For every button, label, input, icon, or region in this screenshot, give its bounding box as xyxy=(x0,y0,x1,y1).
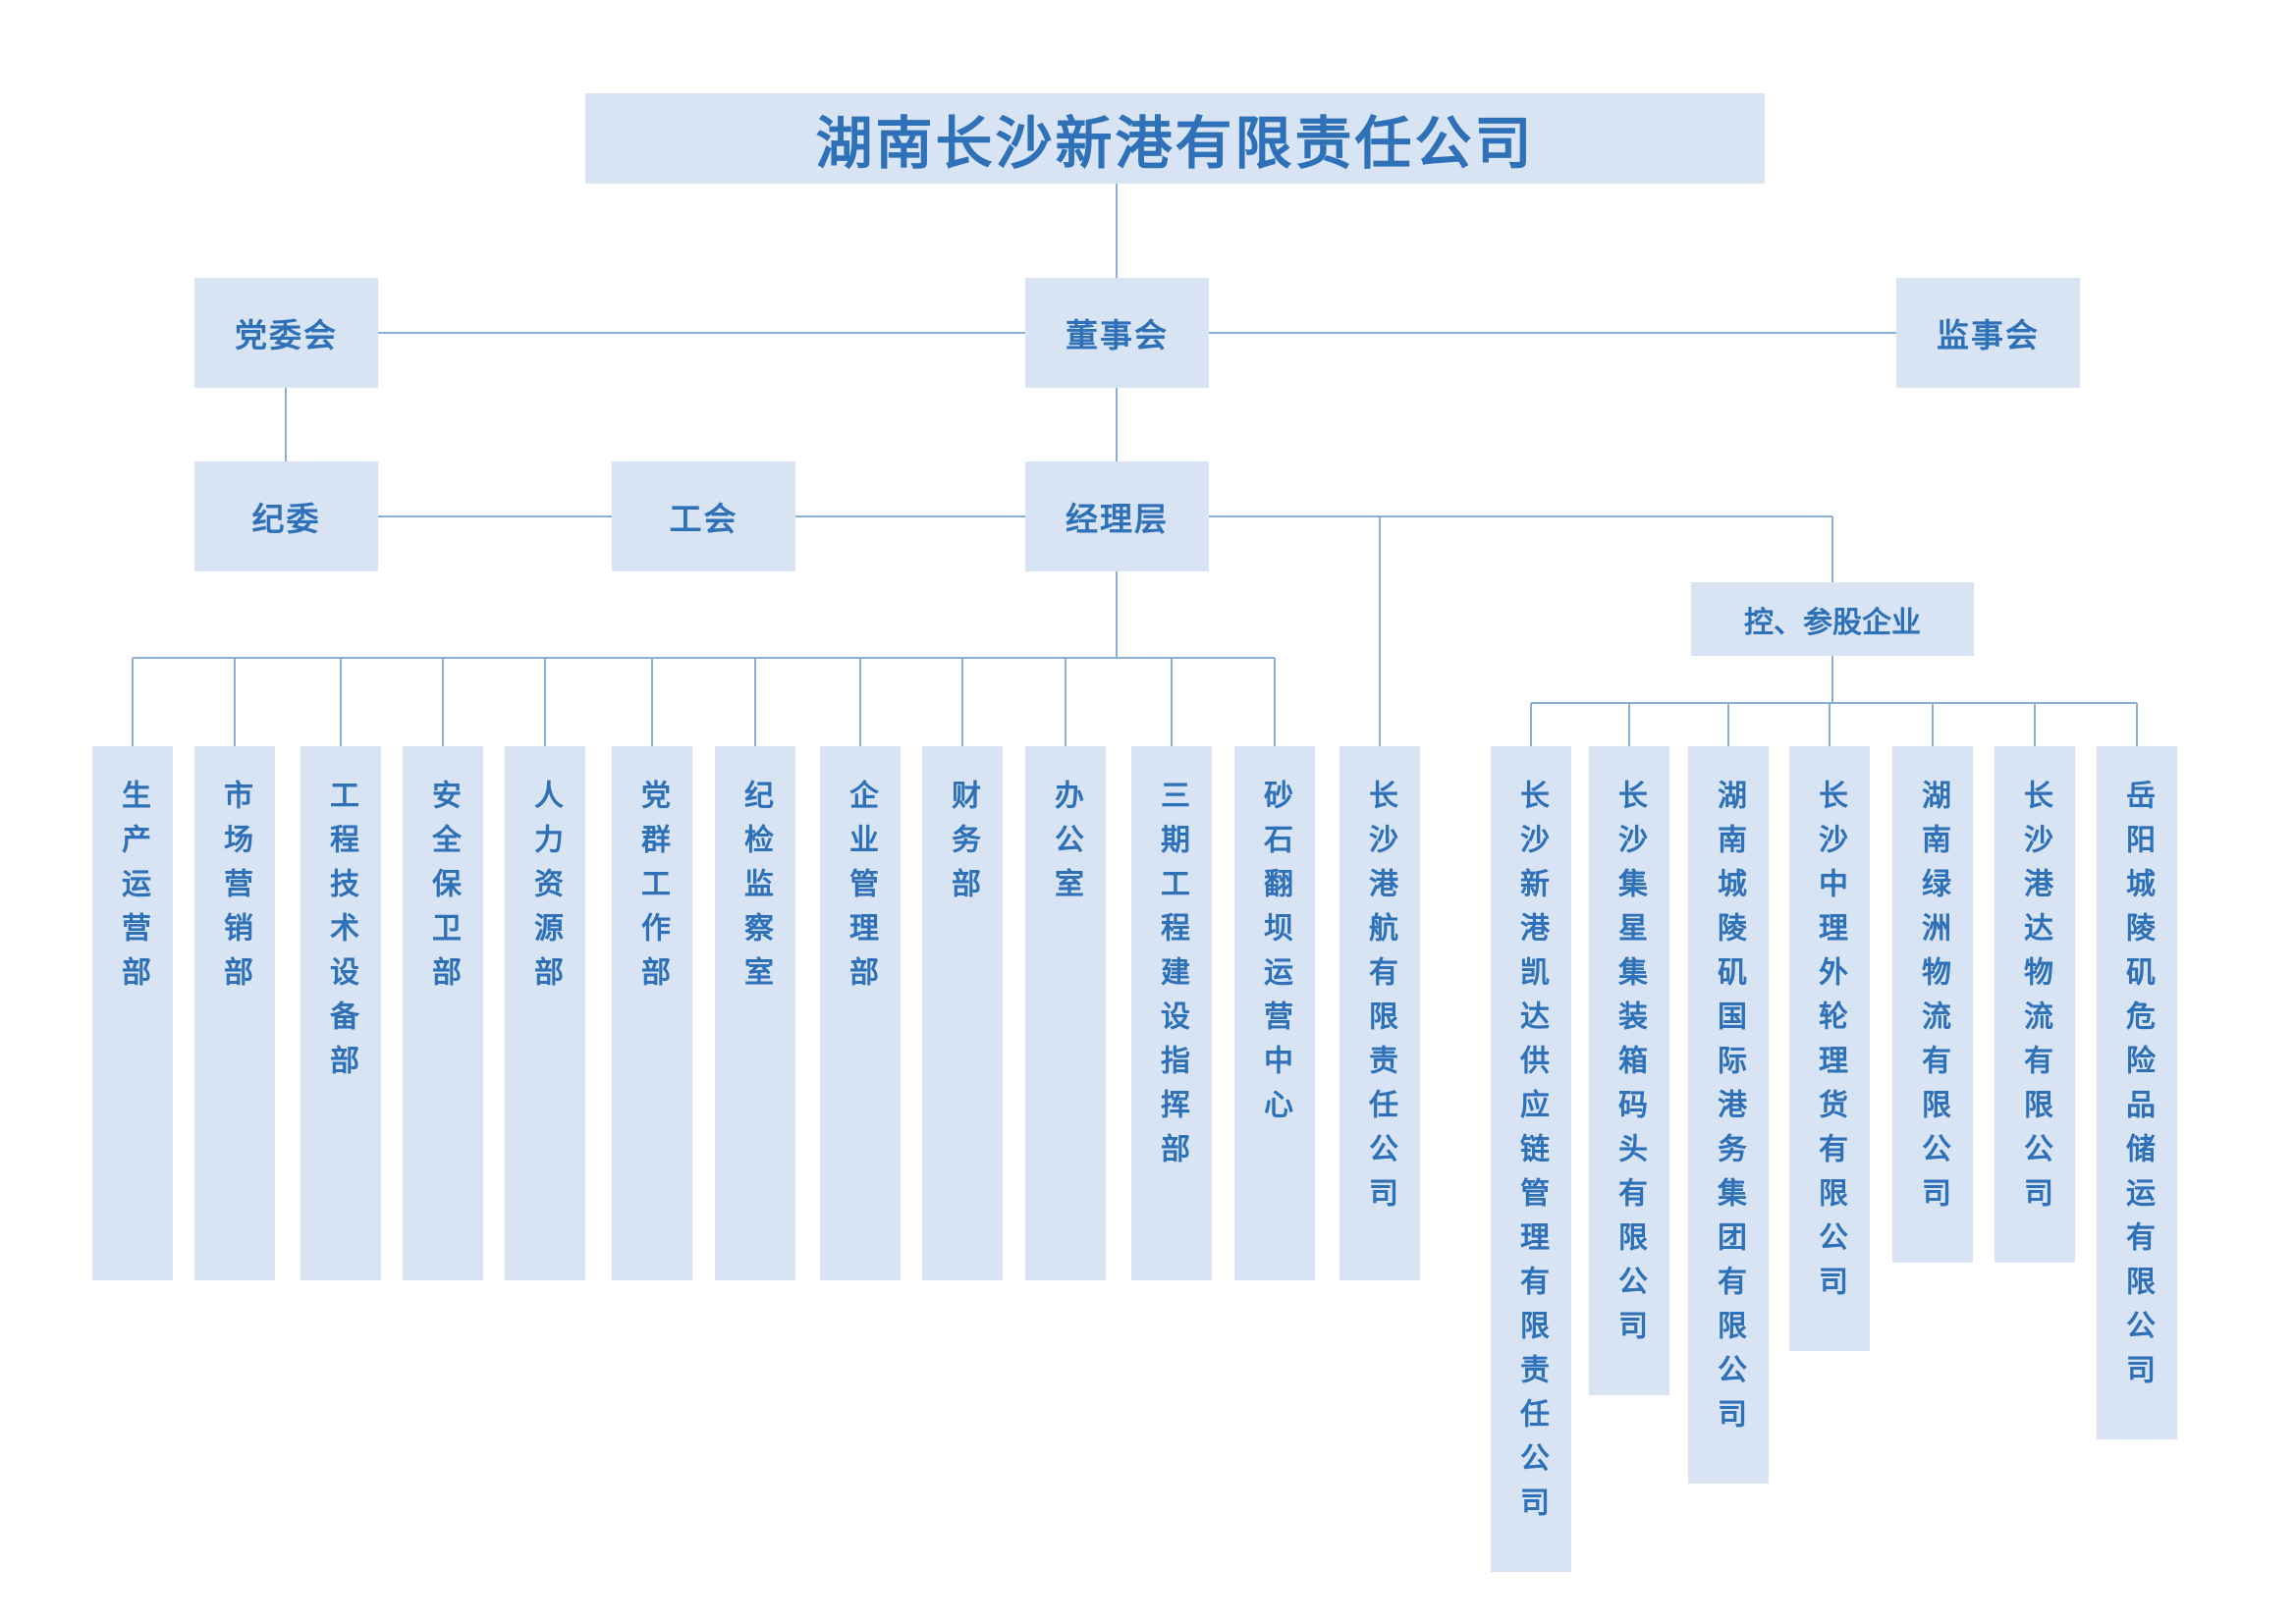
labor-union-box: 工会 xyxy=(612,461,795,571)
company-title: 湖南长沙新港有限责任公司 xyxy=(585,93,1765,184)
department-label: 长沙港航有限责任公司 xyxy=(1364,780,1396,1221)
department-box: 工程技术设备部 xyxy=(301,746,381,1280)
department-label: 三期工程建设指挥部 xyxy=(1156,780,1188,1177)
department-box: 财务部 xyxy=(922,746,1003,1280)
subsidiary-label: 长沙中理外轮理货有限公司 xyxy=(1814,780,1846,1310)
department-box: 党群工作部 xyxy=(612,746,692,1280)
department-box: 办公室 xyxy=(1025,746,1106,1280)
department-label: 企业管理部 xyxy=(845,780,877,1001)
subsidiary-box: 岳阳城陵矶危险品储运有限公司 xyxy=(2097,746,2177,1439)
subsidiary-label: 长沙港达物流有限公司 xyxy=(2019,780,2051,1221)
board-of-directors-box: 董事会 xyxy=(1025,278,1209,388)
subsidiary-box: 长沙集星集装箱码头有限公司 xyxy=(1589,746,1669,1395)
subsidiary-label: 岳阳城陵矶危险品储运有限公司 xyxy=(2121,780,2154,1398)
subsidiary-label: 长沙新港凯达供应链管理有限责任公司 xyxy=(1515,780,1548,1531)
department-label: 市场营销部 xyxy=(219,780,251,1001)
discipline-committee-box: 纪委 xyxy=(194,461,378,571)
department-label: 财务部 xyxy=(947,780,979,912)
department-label: 生产运营部 xyxy=(117,780,149,1001)
department-box: 纪检监察室 xyxy=(715,746,795,1280)
subsidiary-box: 长沙中理外轮理货有限公司 xyxy=(1789,746,1870,1351)
department-label: 砂石翻坝运营中心 xyxy=(1259,780,1291,1133)
management-team-box: 经理层 xyxy=(1025,461,1209,571)
department-box: 市场营销部 xyxy=(194,746,275,1280)
subsidiary-box: 湖南绿洲物流有限公司 xyxy=(1892,746,1973,1263)
subsidiary-box: 长沙新港凯达供应链管理有限责任公司 xyxy=(1491,746,1571,1572)
department-box: 长沙港航有限责任公司 xyxy=(1339,746,1420,1280)
department-label: 人力资源部 xyxy=(529,780,562,1001)
party-committee-box: 党委会 xyxy=(194,278,378,388)
holding-group-label-box: 控、参股企业 xyxy=(1691,582,1974,656)
subsidiary-label: 湖南绿洲物流有限公司 xyxy=(1917,780,1949,1221)
subsidiary-box: 湖南城陵矶国际港务集团有限公司 xyxy=(1688,746,1769,1484)
board-of-supervisors-box: 监事会 xyxy=(1896,278,2080,388)
department-label: 办公室 xyxy=(1050,780,1082,912)
department-box: 安全保卫部 xyxy=(403,746,483,1280)
subsidiary-label: 湖南城陵矶国际港务集团有限公司 xyxy=(1713,780,1745,1442)
department-label: 工程技术设备部 xyxy=(325,780,357,1089)
department-box: 砂石翻坝运营中心 xyxy=(1234,746,1315,1280)
department-label: 纪检监察室 xyxy=(739,780,772,1001)
department-box: 企业管理部 xyxy=(820,746,901,1280)
department-box: 人力资源部 xyxy=(505,746,585,1280)
department-label: 安全保卫部 xyxy=(427,780,460,1001)
subsidiary-box: 长沙港达物流有限公司 xyxy=(1995,746,2075,1263)
department-box: 三期工程建设指挥部 xyxy=(1131,746,1212,1280)
department-box: 生产运营部 xyxy=(92,746,173,1280)
subsidiary-label: 长沙集星集装箱码头有限公司 xyxy=(1613,780,1646,1354)
department-label: 党群工作部 xyxy=(636,780,669,1001)
